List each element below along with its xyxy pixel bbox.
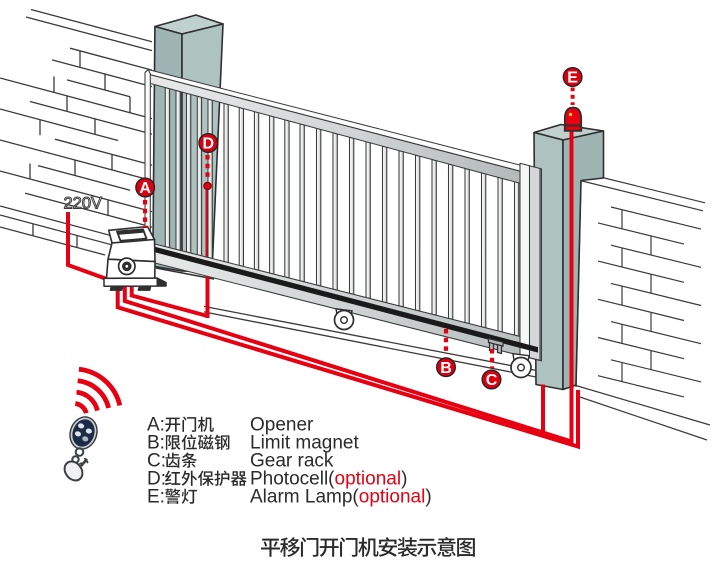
svg-text:A: A xyxy=(139,180,151,197)
svg-text:E:: E: xyxy=(147,487,165,508)
svg-text:C:: C: xyxy=(147,451,166,472)
svg-text:Gear rack: Gear rack xyxy=(250,451,334,472)
svg-text:Photocell(optional): Photocell(optional) xyxy=(250,469,407,490)
svg-text:Alarm Lamp(optional): Alarm Lamp(optional) xyxy=(250,487,432,508)
svg-text:A:: A: xyxy=(147,415,165,436)
svg-text:E: E xyxy=(567,70,578,87)
svg-text:D: D xyxy=(203,136,215,153)
svg-text:Limit magnet: Limit magnet xyxy=(250,433,359,454)
svg-text:Opener: Opener xyxy=(250,415,314,436)
svg-text:C: C xyxy=(486,372,498,389)
svg-text:B: B xyxy=(440,360,452,377)
svg-text:B:: B: xyxy=(147,433,165,454)
svg-text:220V: 220V xyxy=(64,195,103,213)
svg-text:D:: D: xyxy=(147,469,166,490)
